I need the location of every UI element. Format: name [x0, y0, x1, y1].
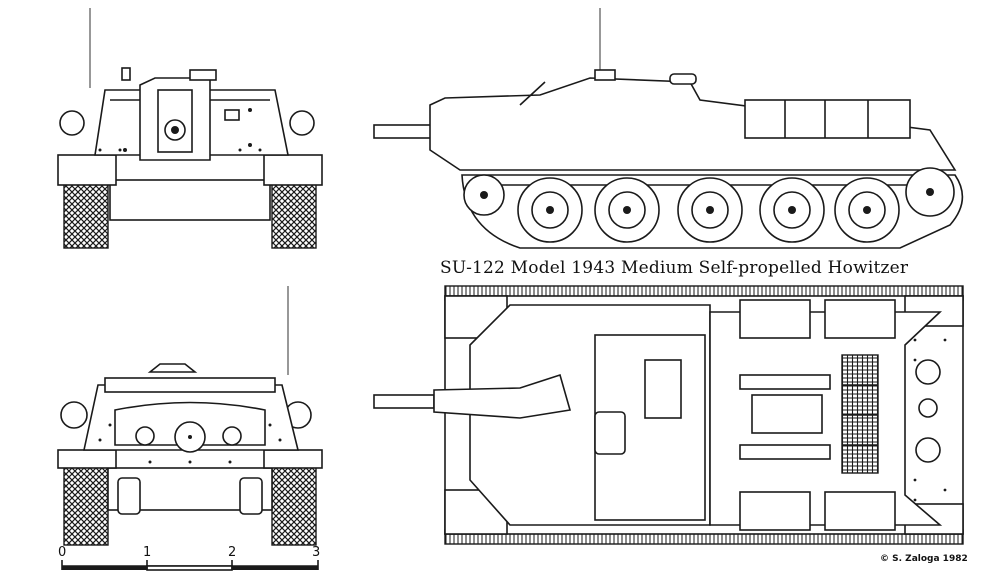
- top-rivets: [913, 338, 947, 502]
- copyright-credit: © S. Zaloga 1982: [880, 554, 968, 564]
- scale-tick-3: 3: [312, 545, 320, 560]
- road-wheels: [517, 177, 900, 243]
- drawing-title: SU-122 Model 1943 Medium Self-propelled …: [440, 258, 909, 278]
- rear-view: [57, 286, 323, 546]
- rear-rivets: [98, 423, 282, 464]
- front-view: [57, 8, 323, 249]
- front-rivets: [98, 108, 262, 152]
- side-view: [373, 8, 964, 249]
- scale-tick-2: 2: [228, 545, 236, 560]
- scale-bar: 0 1 2 3: [58, 545, 320, 571]
- scale-tick-0: 0: [58, 545, 66, 560]
- scale-tick-1: 1: [143, 545, 151, 560]
- top-view: [373, 285, 964, 545]
